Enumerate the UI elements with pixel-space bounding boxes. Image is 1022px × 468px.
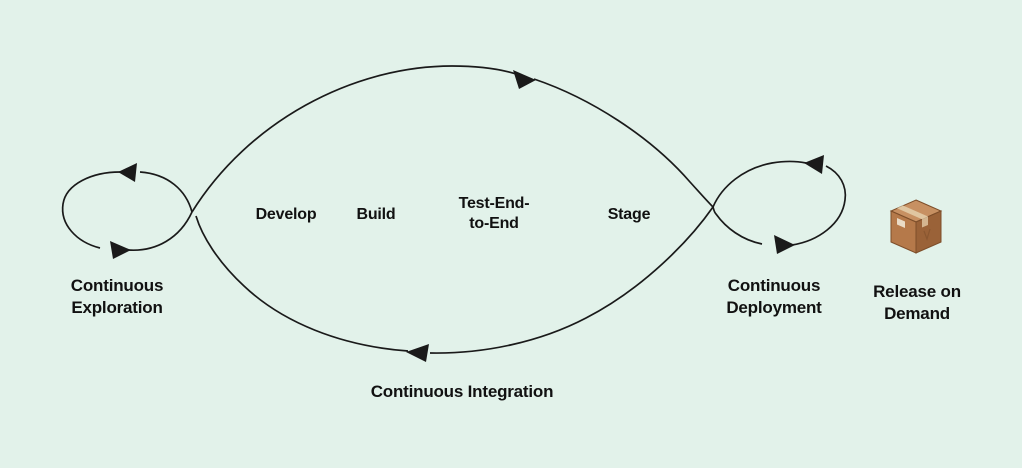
box-tape-side (922, 216, 928, 228)
left-loop-return-segment (127, 211, 193, 251)
box-tape-top (897, 205, 928, 220)
right-loop-upper-segment (712, 160, 807, 208)
phase-label-release-on-demand: Release on Demand (873, 282, 961, 323)
top-arc-left-segment (191, 65, 517, 213)
stage-label-stage: Stage (607, 206, 651, 223)
right-loop-bottom-arrowhead-icon (774, 235, 795, 254)
bottom-arc-right-segment (429, 206, 714, 354)
left-loop-lower-left-segment (61, 171, 121, 249)
phase-label-continuous-exploration: Continuous Exploration (70, 276, 164, 317)
phase-label-continuous-deployment: Continuous Deployment (726, 276, 822, 317)
bottom-arc-arrowhead-icon (406, 344, 429, 362)
right-loop-right-segment (791, 165, 847, 246)
stage-label-test-end-to-end: Test-End- to-End (458, 195, 530, 232)
top-arc-right-segment (533, 78, 714, 208)
phase-label-continuous-integration: Continuous Integration (370, 382, 554, 401)
bottom-arc-left-segment (195, 215, 409, 352)
box-print-mark (923, 228, 931, 241)
left-loop-top-arrowhead-icon (118, 163, 137, 182)
right-loop-return-segment (712, 206, 763, 245)
top-arc-arrowhead-icon (513, 70, 536, 89)
stage-label-build: Build (356, 206, 396, 223)
right-loop-top-arrowhead-icon (804, 155, 824, 174)
package-box-icon (889, 199, 943, 254)
left-loop-upper-segment (139, 171, 193, 213)
left-loop-bottom-arrowhead-icon (110, 241, 131, 259)
stage-label-develop: Develop (255, 206, 317, 223)
box-shipping-label (897, 218, 905, 228)
